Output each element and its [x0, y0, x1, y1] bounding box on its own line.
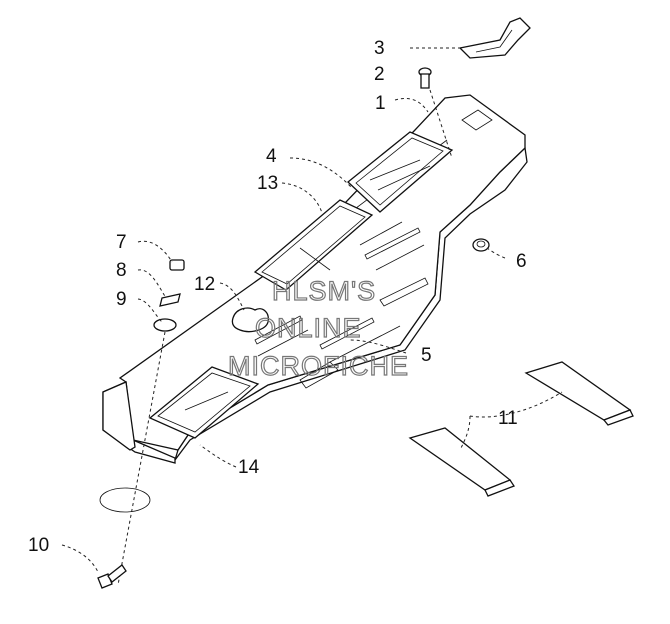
- callout-8: 8: [116, 260, 127, 281]
- callout-2: 2: [374, 64, 385, 85]
- callout-7: 7: [116, 232, 127, 253]
- callout-numbers: 1 2 3 4 5 6 7 8 9 10 11 12 13 14: [28, 38, 527, 556]
- callout-4: 4: [266, 146, 277, 167]
- callout-10: 10: [28, 535, 49, 556]
- fastener-stack: [99, 259, 185, 586]
- part-10-bolt: [97, 564, 127, 589]
- watermark-line-3: MICROFICHE: [228, 351, 409, 381]
- part-12-clip: [231, 307, 269, 333]
- part-11-grip-pads: [408, 361, 634, 497]
- watermark-line-1: HLSM'S: [272, 276, 376, 306]
- callout-3: 3: [374, 38, 385, 59]
- window-4: [347, 131, 454, 213]
- callout-13: 13: [257, 173, 278, 194]
- callout-12: 12: [194, 274, 215, 295]
- watermark-line-2: ONLINE: [255, 313, 362, 343]
- callout-6: 6: [516, 251, 527, 272]
- callout-14: 14: [238, 457, 260, 478]
- callout-9: 9: [116, 289, 127, 310]
- callout-1: 1: [375, 93, 386, 114]
- part-2-rivet: [418, 67, 453, 159]
- part-3-bracket: [458, 17, 531, 59]
- callout-11: 11: [498, 408, 518, 429]
- watermark: HLSM'S ONLINE MICROFICHE: [227, 275, 409, 381]
- rib-strips: [254, 221, 429, 389]
- leader-lines: [61, 47, 563, 573]
- callout-5: 5: [421, 345, 432, 366]
- window-13: [253, 199, 374, 291]
- window-14: [148, 366, 260, 439]
- part-6-grommet: [472, 238, 490, 252]
